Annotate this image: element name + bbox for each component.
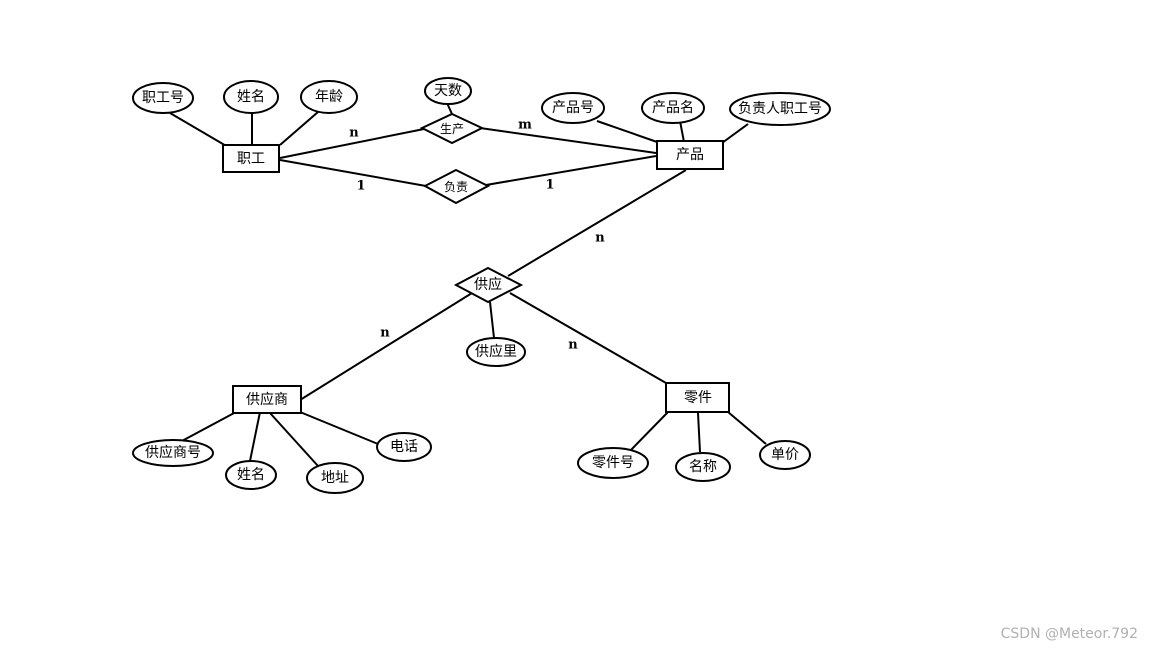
cardinality-responsible-product: 1 xyxy=(545,178,554,193)
cardinality-produce-product: m xyxy=(518,118,532,133)
attribute-employee-name: 姓名 xyxy=(223,80,279,114)
svg-text:供应里: 供应里 xyxy=(475,343,517,360)
edge-product-id xyxy=(596,120,661,144)
attribute-product-owner-id: 负责人职工号 xyxy=(729,92,831,126)
svg-text:电话: 电话 xyxy=(390,439,418,455)
edge-employee-responsible xyxy=(279,159,427,187)
cardinality-employee-responsible: 1 xyxy=(356,179,365,194)
svg-text:姓名: 姓名 xyxy=(237,89,265,105)
attribute-produce-days: 天数 xyxy=(424,77,472,105)
edge-responsible-product xyxy=(485,155,657,186)
edge-produce-product xyxy=(479,127,657,154)
edge-product-name xyxy=(679,120,685,143)
svg-text:供应商号: 供应商号 xyxy=(145,444,201,461)
entity-product-label: 产品 xyxy=(676,147,704,163)
cardinality-employee-produce: n xyxy=(349,126,359,141)
svg-text:职工号: 职工号 xyxy=(142,90,184,106)
svg-text:零件号: 零件号 xyxy=(592,455,634,471)
relationship-responsible: 负责 xyxy=(422,168,491,205)
edge-supplier-supply xyxy=(299,292,473,401)
edge-supplier-id xyxy=(179,411,237,443)
edge-product-owner xyxy=(721,123,749,144)
cardinality-part-supply: n xyxy=(568,338,578,353)
edge-supplier-name xyxy=(249,411,261,462)
relationship-produce-label: 生产 xyxy=(440,122,464,136)
attribute-supplier-phone: 电话 xyxy=(376,432,432,462)
entity-part: 零件 xyxy=(665,382,730,413)
svg-text:单价: 单价 xyxy=(771,447,799,463)
attribute-part-id: 零件号 xyxy=(577,447,649,479)
attribute-supplier-name: 姓名 xyxy=(225,460,277,490)
edge-supplier-address xyxy=(269,412,319,467)
cardinality-supplier-supply: n xyxy=(380,326,390,341)
svg-text:天数: 天数 xyxy=(434,83,462,99)
edge-part-id xyxy=(629,411,669,452)
edge-employee-age xyxy=(279,111,319,146)
edge-part-name xyxy=(697,412,701,453)
attribute-product-name: 产品名 xyxy=(641,92,705,124)
svg-text:姓名: 姓名 xyxy=(237,467,265,483)
relationship-responsible-label: 负责 xyxy=(444,180,468,194)
edge-supplier-phone xyxy=(299,411,379,445)
relationship-supply: 供应 xyxy=(453,266,524,304)
edge-part-price xyxy=(727,411,767,445)
entity-employee-label: 职工 xyxy=(237,151,265,167)
svg-text:名称: 名称 xyxy=(689,459,717,475)
edge-product-supply xyxy=(507,169,687,277)
attribute-employee-age: 年龄 xyxy=(300,80,358,114)
edge-part-supply xyxy=(509,292,667,384)
edge-employee-produce xyxy=(279,128,425,159)
attribute-product-id: 产品号 xyxy=(541,92,605,124)
attribute-employee-id: 职工号 xyxy=(132,82,194,114)
entity-employee: 职工 xyxy=(222,144,280,173)
relationship-supply-label: 供应 xyxy=(474,276,502,293)
svg-text:年龄: 年龄 xyxy=(315,89,343,105)
entity-product: 产品 xyxy=(656,140,724,170)
entity-supplier-label: 供应商 xyxy=(246,391,288,408)
entity-part-label: 零件 xyxy=(684,390,712,406)
attribute-supplier-address: 地址 xyxy=(306,462,364,494)
attribute-part-price: 单价 xyxy=(759,440,811,470)
attribute-supplier-id: 供应商号 xyxy=(132,439,214,467)
edge-employee-id xyxy=(169,112,229,148)
attribute-part-name: 名称 xyxy=(675,452,731,482)
relationship-produce: 生产 xyxy=(419,112,485,145)
svg-text:产品名: 产品名 xyxy=(652,100,694,116)
svg-text:地址: 地址 xyxy=(321,470,349,486)
svg-text:负责人职工号: 负责人职工号 xyxy=(738,101,822,117)
svg-text:产品号: 产品号 xyxy=(552,100,594,116)
attribute-supply-quantity: 供应里 xyxy=(466,337,526,367)
cardinality-product-supply: n xyxy=(595,231,605,246)
watermark: CSDN @Meteor.792 xyxy=(1000,626,1138,642)
entity-supplier: 供应商 xyxy=(232,385,302,414)
edge-supply-quantity xyxy=(489,301,495,339)
